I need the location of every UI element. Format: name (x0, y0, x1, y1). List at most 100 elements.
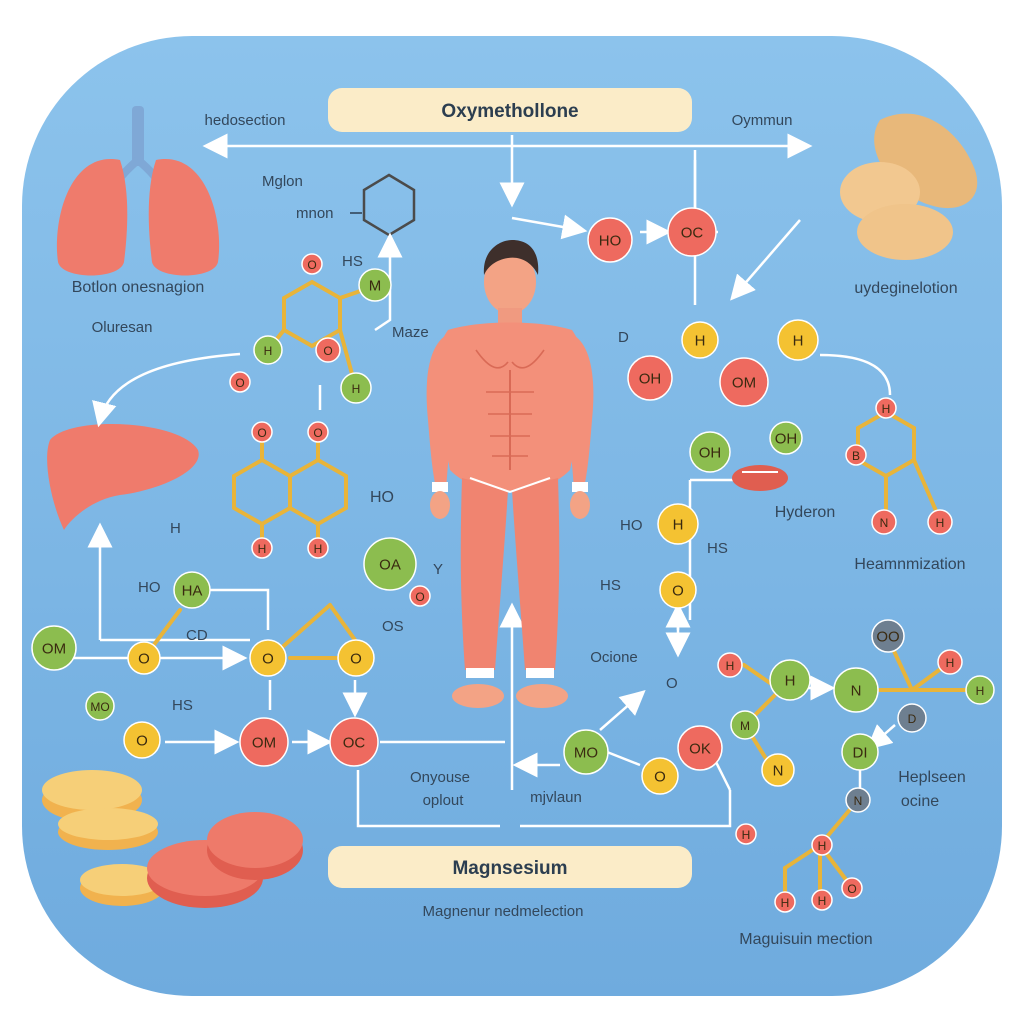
node-label: N (854, 794, 863, 808)
node-circle (31, 625, 77, 671)
label-top-right: Oymmun (732, 112, 793, 129)
node-label: O (262, 651, 274, 668)
node-circle (363, 537, 417, 591)
label-hs-left: HS (172, 697, 193, 714)
label-h-small: H (170, 520, 181, 537)
node-n-yellow: N (761, 753, 795, 787)
node-circle (307, 421, 329, 443)
node-circle (871, 619, 905, 653)
bond-peak-r (328, 603, 357, 642)
node-h-red-c3: H (774, 891, 796, 913)
node-label: O (235, 376, 244, 390)
node-o-red-1: O (229, 371, 251, 393)
arrow-to-ho (511, 214, 588, 240)
label-hs-top: HS (342, 253, 363, 270)
node-circle (340, 372, 372, 404)
node-circle (563, 729, 609, 775)
node-label: D (908, 712, 917, 726)
node-label: H (785, 673, 796, 690)
node-h-yellow: H (657, 503, 699, 545)
line-ha (210, 588, 270, 630)
node-label: N (851, 683, 862, 700)
node-label: M (369, 278, 382, 295)
node-circle (774, 891, 796, 913)
node-circle (307, 537, 329, 559)
node-circle (251, 421, 273, 443)
node-label: DI (853, 745, 868, 762)
node-label: H (976, 684, 985, 698)
label-os: OS (382, 618, 404, 635)
node-circle (897, 703, 927, 733)
node-label: OH (639, 371, 662, 388)
node-label: H (673, 517, 684, 534)
node-circle (85, 691, 115, 721)
node-om-red: OM (239, 717, 289, 767)
lungs-icon (56, 106, 220, 276)
node-o-y3: O (337, 639, 375, 677)
arrow-to-liver (92, 352, 241, 428)
node-oh-green-r: OH (769, 421, 803, 455)
node-label: HA (182, 583, 203, 600)
page-title: Oxymethollone (441, 101, 578, 122)
node-circle (937, 649, 963, 675)
node-circle (769, 659, 811, 701)
node-o-y5: O (641, 757, 679, 795)
node-circle (833, 667, 879, 713)
label-y: Y (433, 561, 443, 578)
node-circle (769, 421, 803, 455)
node-ha-green: HA (173, 571, 211, 609)
node-o-ring-l: O (251, 421, 273, 443)
node-n-red: N (871, 509, 897, 535)
node-circle (409, 585, 431, 607)
title-banner: Oxymethollone (328, 88, 692, 132)
node-circle (667, 207, 717, 257)
line-ok (713, 759, 732, 791)
node-mo-green-s: MO (85, 691, 115, 721)
node-ok-red: OK (677, 725, 723, 771)
node-om-green: OM (31, 625, 77, 671)
node-ho-red: HO (587, 217, 633, 263)
label-hyderon: Hyderon (775, 504, 835, 521)
node-label: H (818, 894, 827, 908)
line-mo-o (606, 750, 641, 767)
node-label: HO (599, 233, 622, 250)
node-o-tiny-red: O (409, 585, 431, 607)
node-circle (841, 733, 879, 771)
node-om-red2: OM (719, 357, 769, 407)
node-circle (337, 639, 375, 677)
node-label: OH (699, 445, 722, 462)
node-label: O (350, 651, 362, 668)
label-mglon: Mglon (262, 173, 303, 190)
node-oa-green: OA (363, 537, 417, 591)
node-o-red-2: O (315, 337, 341, 363)
footer-title: Magnsesium (452, 858, 567, 879)
node-o-y1: O (127, 641, 161, 675)
label-oplout: oplout (423, 792, 465, 809)
node-oh-green-l: OH (689, 431, 731, 473)
node-circle (301, 253, 323, 275)
node-label: OC (343, 735, 366, 752)
label-hs-r2: HS (600, 577, 621, 594)
node-label: OA (379, 557, 401, 574)
node-oh-red: OH (627, 355, 673, 401)
node-circle (777, 319, 819, 361)
label-heplseen: Heplseen (898, 769, 966, 786)
pills-bottom-left-icon (42, 770, 303, 908)
footer-banner: Magnsesium (328, 846, 692, 888)
node-h-ring-r: H (307, 537, 329, 559)
node-label: OK (689, 741, 711, 758)
node-o-yellow: O (659, 571, 697, 609)
node-label: H (793, 333, 804, 350)
node-h-y2: H (777, 319, 819, 361)
node-label: O (847, 882, 856, 896)
label-onyouse: Onyouse (410, 769, 470, 786)
node-label: H (946, 656, 955, 670)
line-right-curve (819, 353, 892, 396)
node-h-red-c1: H (735, 823, 757, 845)
label-heemmization: Heamnmization (854, 556, 965, 573)
label-mivlaun: mjvlaun (530, 789, 582, 806)
node-circle (845, 444, 867, 466)
node-circle (641, 757, 679, 795)
node-h-red-r: H (927, 509, 953, 535)
